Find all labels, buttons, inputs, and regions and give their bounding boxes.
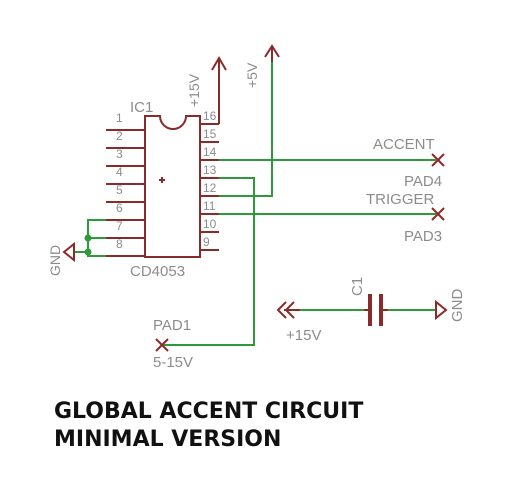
pin-12-label: 12 — [203, 181, 217, 195]
pad4-signal-label: ACCENT — [373, 136, 435, 153]
diagram-title-line2: MINIMAL VERSION — [54, 427, 281, 452]
pin-15-label: 15 — [203, 127, 217, 141]
pin-13-label: 13 — [203, 163, 217, 177]
pin-16-label: 16 — [203, 109, 217, 123]
wire-pin13-pad1 — [162, 177, 255, 346]
pin-14-label: 14 — [203, 145, 217, 159]
c1-name-label: C1 — [349, 277, 366, 296]
pin-4-label: 4 — [116, 165, 123, 179]
supply-5v-rail: +5V — [219, 44, 280, 197]
ic1-chip: IC1 CD4053 — [130, 99, 201, 280]
c1-plate-left — [368, 294, 372, 326]
pin-8-label: 8 — [116, 237, 123, 251]
pin-7-label: 7 — [116, 219, 123, 233]
pin-5-label: 5 — [116, 183, 123, 197]
ic1-name: IC1 — [130, 99, 153, 116]
pad1-signal-label: 5-15V — [153, 354, 193, 371]
supply-5v-label: +5V — [244, 62, 260, 88]
c1-supply-label: +15V — [286, 327, 321, 344]
ground-symbol-left — [62, 241, 75, 263]
pin-3-label: 3 — [116, 147, 123, 161]
pin-9-label: 9 — [203, 235, 210, 249]
supply-15v-label: +15V — [186, 73, 202, 107]
pad4-accent: ACCENT PAD4 — [219, 136, 445, 190]
pad4-name-label: PAD4 — [404, 173, 442, 190]
pin-10-label: 10 — [203, 217, 217, 231]
pin-2-label: 2 — [116, 129, 123, 143]
diagram-title-line1: GLOBAL ACCENT CIRCUIT — [54, 399, 363, 424]
pad3-signal-label: TRIGGER — [366, 191, 435, 208]
c1-gnd-label: GND — [449, 289, 466, 323]
c1-plate-right — [379, 294, 383, 326]
pad3-name-label: PAD3 — [404, 228, 442, 245]
junction-dot — [84, 248, 92, 256]
wire-pin12-5v — [219, 58, 273, 197]
gnd-left-label: GND — [47, 245, 63, 276]
ground-left: GND — [47, 219, 106, 276]
ic1-left-pins: 1 2 3 4 5 6 7 8 — [106, 111, 145, 257]
junction-dot — [84, 234, 92, 242]
ic1-value: CD4053 — [130, 263, 185, 280]
pin-1-label: 1 — [116, 111, 123, 125]
capacitor-c1: C1 +15V GND — [276, 277, 466, 344]
pin-11-label: 11 — [203, 199, 216, 213]
ground-symbol-c1 — [435, 299, 448, 321]
pin-6-label: 6 — [116, 201, 123, 215]
supply-15v-ic: +15V — [186, 56, 227, 124]
ic1-right-pins: 16 15 14 13 12 11 10 9 — [200, 109, 219, 251]
ic1-body — [144, 115, 201, 258]
pad1-input: PAD1 5-15V — [153, 177, 255, 371]
pad1-name-label: PAD1 — [153, 317, 191, 334]
pad3-trigger: TRIGGER PAD3 — [219, 191, 445, 245]
